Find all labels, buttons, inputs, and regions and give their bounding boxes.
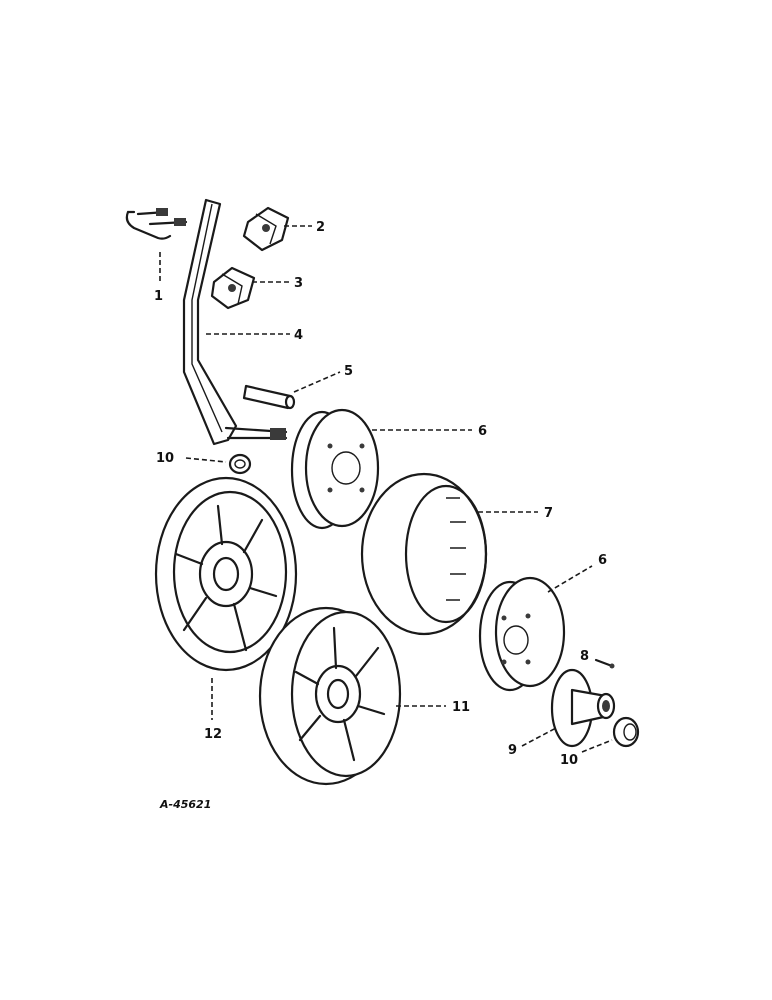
spoked-wheel-rear — [154, 476, 298, 672]
diagram-code: A-45621 — [159, 798, 211, 811]
callout-10-lower: 10 — [560, 753, 578, 768]
spoked-wheel-front — [258, 606, 402, 786]
clamp-plate-lower — [210, 266, 256, 310]
callout-1: 1 — [154, 289, 163, 304]
callout-2: 2 — [316, 220, 325, 235]
callout-11: 11 — [452, 700, 470, 715]
spacer-tube — [242, 384, 296, 410]
callout-labels: 1 2 3 4 5 6 7 6 8 9 10 10 11 12 — [154, 220, 607, 768]
bracket-arm — [182, 198, 288, 446]
bearing-lower — [612, 716, 640, 748]
callout-7: 7 — [544, 506, 553, 521]
hub-drum-lower — [478, 576, 566, 692]
callout-4: 4 — [294, 328, 303, 343]
callout-12: 12 — [204, 727, 222, 742]
clamp-plate-upper — [242, 206, 290, 252]
callout-3: 3 — [294, 276, 303, 291]
hub-flange — [550, 668, 616, 748]
callout-8: 8 — [580, 649, 589, 664]
bearing-upper — [228, 453, 252, 475]
u-bolt-part — [125, 208, 188, 240]
set-screw — [594, 658, 615, 669]
hub-drum-upper — [290, 408, 380, 530]
callout-10-upper: 10 — [156, 451, 174, 466]
callout-6-upper: 6 — [478, 424, 487, 439]
leader-lines — [159, 225, 613, 753]
tire — [360, 472, 488, 636]
callout-5: 5 — [344, 364, 353, 379]
callout-6-lower: 6 — [598, 553, 607, 568]
callout-9: 9 — [508, 743, 517, 758]
